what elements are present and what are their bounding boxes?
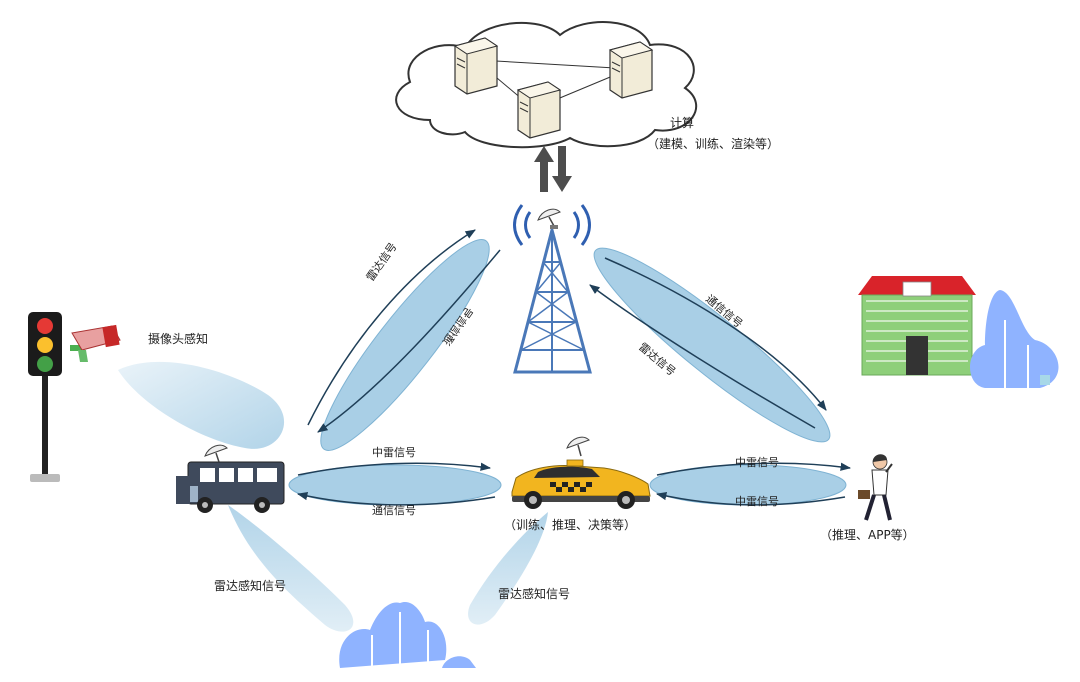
beam-tower-person xyxy=(593,247,831,443)
house-icon xyxy=(858,276,976,376)
link-arrow xyxy=(296,491,496,506)
taxi-icon xyxy=(511,459,651,509)
link-arrow xyxy=(307,229,476,426)
tree-icon xyxy=(339,601,476,668)
link-arrow xyxy=(297,462,492,476)
uplink-arrow xyxy=(534,146,554,192)
server-icon xyxy=(608,41,654,99)
link-arrow xyxy=(317,249,501,433)
link-label: 雷达信号 xyxy=(364,240,400,283)
satellite-dish-icon xyxy=(537,208,561,229)
beam-bus-tower xyxy=(320,239,490,451)
bus-icon xyxy=(176,461,285,513)
pedestrian-tasks: （推理、APP等） xyxy=(820,528,915,542)
satellite-dish-icon xyxy=(204,444,228,463)
server-icon xyxy=(516,81,562,139)
satellite-dish-icon xyxy=(566,436,590,457)
cctv-camera-icon xyxy=(70,324,121,362)
traffic-light-icon xyxy=(28,312,62,482)
link-label: 中雷信号 xyxy=(735,495,779,508)
link-arrow xyxy=(656,462,852,476)
cloud-link xyxy=(477,59,616,69)
link-arrow xyxy=(589,284,816,429)
link-label: 通信信号 xyxy=(372,504,416,517)
server-icon xyxy=(453,37,499,95)
camera-label: 摄像头感知 xyxy=(148,331,208,346)
antenna-tower-icon xyxy=(513,204,592,374)
pedestrian-icon xyxy=(858,454,893,521)
radar-label: 雷达感知信号 xyxy=(214,578,286,593)
tree-icon xyxy=(970,290,1059,388)
link-arrow xyxy=(655,491,846,506)
radar-label: 雷达感知信号 xyxy=(498,586,570,601)
cloud-link xyxy=(554,74,616,101)
compute-title: 计算 xyxy=(670,115,694,130)
link-arrow xyxy=(604,257,827,411)
radar-beam-bus xyxy=(228,505,354,632)
link-label: 中雷信号 xyxy=(735,456,779,469)
taxi-tasks: （训练、推理、决策等） xyxy=(504,517,636,532)
downlink-arrow xyxy=(552,146,572,192)
radar-beam-taxi xyxy=(468,512,548,625)
compute-tasks: （建模、训练、渲染等） xyxy=(647,136,779,151)
camera-sensing-beam xyxy=(118,361,285,449)
compute-cloud xyxy=(395,21,698,149)
link-label: 中雷信号 xyxy=(372,446,416,459)
